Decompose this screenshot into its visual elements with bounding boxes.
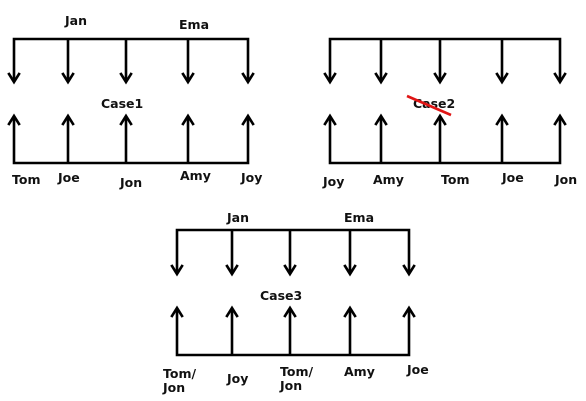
down-arrow-head — [181, 72, 195, 85]
case1-down-arrowheads — [7, 72, 255, 85]
up-arrow-head — [553, 113, 567, 126]
case2-diagram: Case2 Joy Amy Tom Joe Jon — [322, 37, 577, 189]
case1-top-bar — [12, 37, 250, 82]
up-arrow-head — [323, 113, 337, 126]
case2-bottom-label-2: Amy — [373, 172, 404, 187]
case1-diagram: Jan Ema Case1 Tom Joe Jon Amy Joy — [7, 13, 262, 190]
up-arrow-head — [241, 113, 255, 126]
up-arrow-head — [7, 113, 21, 126]
case1-bottom-label-4: Amy — [180, 168, 211, 183]
case2-bottom-label-1: Joy — [322, 174, 344, 189]
down-arrow-head — [553, 72, 567, 85]
down-arrow-head — [283, 264, 297, 277]
case2-bottom-bar — [328, 116, 562, 165]
up-arrow-head — [433, 113, 447, 126]
case2-bottom-label-4: Joe — [501, 170, 524, 185]
case2-bottom-label-5: Jon — [554, 172, 577, 187]
case1-bottom-label-3: Jon — [119, 175, 142, 190]
case3-top-label-1: Jan — [226, 210, 249, 225]
case3-down-arrowheads — [170, 264, 416, 277]
up-arrow-head — [170, 305, 184, 318]
case3-title: Case3 — [260, 288, 302, 303]
up-arrow-head — [181, 113, 195, 126]
down-arrow-head — [495, 72, 509, 85]
down-arrow-head — [119, 72, 133, 85]
down-arrow-head — [225, 264, 239, 277]
case1-bottom-label-5: Joy — [240, 170, 262, 185]
case1-top-label-2: Ema — [179, 17, 209, 32]
case3-bottom-label-3: Tom/Jon — [279, 364, 313, 393]
down-arrow-head — [7, 72, 21, 85]
case1-bottom-bar — [12, 116, 250, 165]
up-arrow-head — [374, 113, 388, 126]
case2-down-arrowheads — [323, 72, 567, 85]
case3-bottom-label-4: Amy — [344, 364, 375, 379]
case3-top-label-2: Ema — [344, 210, 374, 225]
up-arrow-head — [402, 305, 416, 318]
case3-bottom-label-5: Joe — [406, 362, 429, 377]
case1-bottom-label-2: Joe — [57, 170, 80, 185]
case2-top-bar — [328, 37, 562, 82]
up-arrow-head — [283, 305, 297, 318]
case1-bottom-label-1: Tom — [12, 172, 40, 187]
down-arrow-head — [61, 72, 75, 85]
case2-title: Case2 — [413, 96, 455, 111]
up-arrow-head — [343, 305, 357, 318]
down-arrow-head — [241, 72, 255, 85]
up-arrow-head — [225, 305, 239, 318]
case1-title: Case1 — [101, 96, 143, 111]
down-arrow-head — [343, 264, 357, 277]
case3-up-arrowheads — [170, 305, 416, 318]
case2-strike-mark — [406, 94, 452, 117]
case1-top-label-1: Jan — [64, 13, 87, 28]
down-arrow-head — [433, 72, 447, 85]
case3-bottom-label-1: Tom/Jon — [162, 366, 196, 395]
up-arrow-head — [61, 113, 75, 126]
down-arrow-head — [170, 264, 184, 277]
case1-up-arrowheads — [7, 113, 255, 126]
down-arrow-head — [402, 264, 416, 277]
case3-bottom-label-2: Joy — [226, 371, 248, 386]
up-arrow-head — [495, 113, 509, 126]
case3-diagram: Jan Ema Case3 Tom/Jon Joy Tom/Jon Amy Jo… — [162, 210, 429, 395]
case3-top-bar — [175, 228, 411, 274]
down-arrow-head — [323, 72, 337, 85]
down-arrow-head — [374, 72, 388, 85]
case2-bottom-label-3: Tom — [441, 172, 469, 187]
case3-bottom-bar — [175, 308, 411, 357]
case2-up-arrowheads — [323, 113, 567, 126]
up-arrow-head — [119, 113, 133, 126]
